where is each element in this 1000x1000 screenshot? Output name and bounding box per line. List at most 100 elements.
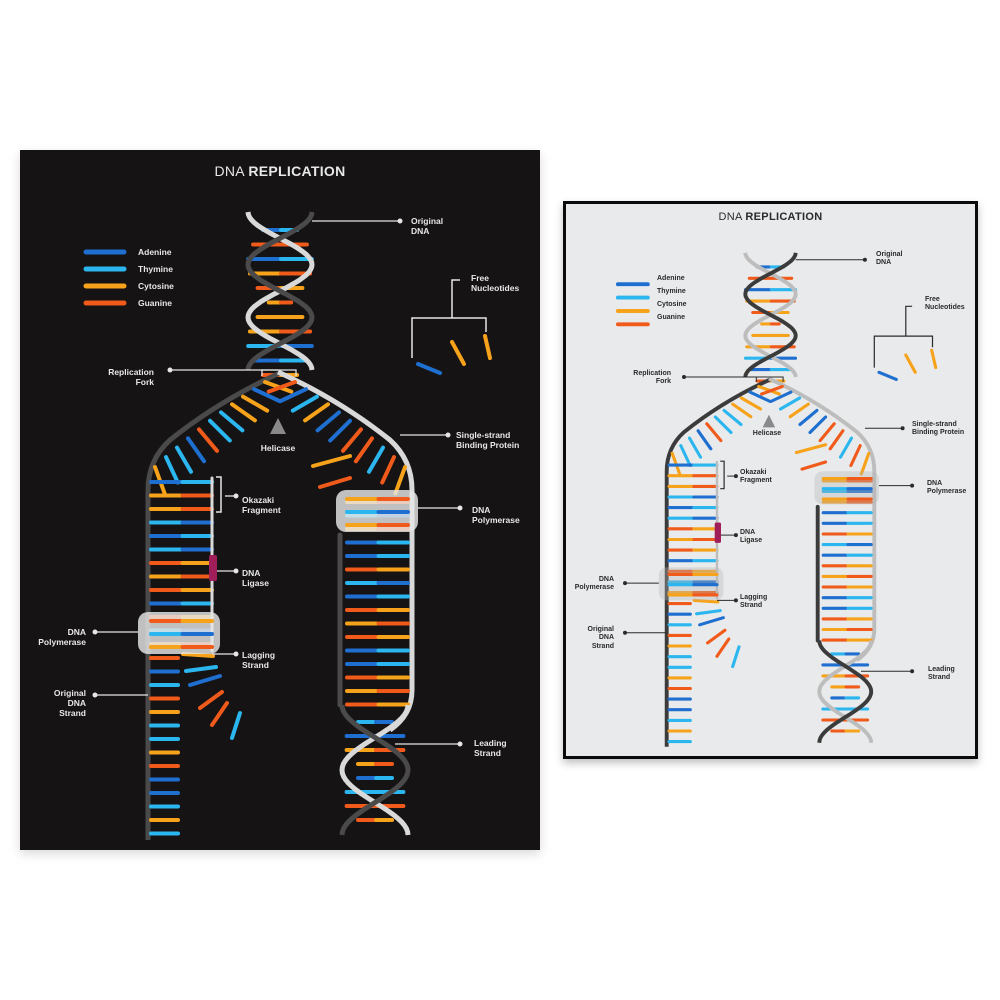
dna-replication-diagram [615,252,938,747]
helicase-icon [762,414,776,428]
legend-label-guanine: Guanine [657,314,686,321]
free-nucleotide [181,652,215,658]
callout-dot [910,669,915,674]
replication-fork-bracket [261,369,297,376]
legend-label-adenine: Adenine [138,247,172,257]
callout-dot [910,483,915,488]
helix-backbone [339,704,411,836]
free-nucleotide [877,370,898,381]
dna-ligase-marker [209,555,217,581]
fork-right-base [278,387,308,403]
free-nucleotide [904,353,917,374]
free-nucleotide [731,645,741,669]
free-nucleotide [188,674,222,687]
fork-right-base [266,380,297,394]
dna-replication-diagram [83,211,492,840]
fork-left-base [713,415,733,435]
fork-right-base [353,436,374,464]
fork-left-base [705,422,723,443]
fork-right-base [788,402,810,419]
callout-dot [233,568,239,574]
helix-backbone [245,211,315,371]
callout-dot [457,741,463,747]
free-nucleotide [930,348,938,370]
fork-right-base [290,394,319,413]
poster-dark-dna-replication: DNA REPLICATION Adenine Thymine Cytosine… [20,150,540,850]
callout-dot [233,493,239,499]
fork-right-base [818,422,836,443]
free-nucleotide [450,340,466,366]
callout-dot [623,581,627,586]
fork-right-base [341,427,363,453]
legend-label-adenine: Adenine [657,275,685,282]
fork-left-base [219,410,245,433]
fork-left-base [230,402,257,423]
free-nucleotide [695,609,722,616]
free-nucleotide [318,476,352,489]
callout-dot [92,629,98,635]
free-nucleotide [800,460,828,471]
dna-ligase-marker [714,522,721,543]
callout-dot [233,651,239,657]
fork-left-base [731,402,753,419]
callout-dot [457,505,463,511]
fork-right-base [380,455,396,485]
callout-dot [397,218,403,224]
label-helicase: Helicase [260,443,296,453]
poster-title: DNA REPLICATION [214,163,346,179]
fork-right-base [303,402,330,423]
callout-dot [733,598,738,603]
callout-dot [623,630,627,635]
callout-dot [900,426,905,431]
free-nucleotide [706,628,727,645]
fork-left-base [197,427,219,453]
fork-right-base [367,445,385,474]
fork-right-base [798,408,819,427]
helix-backbone [743,252,798,378]
fork-left-base [679,444,692,468]
fork-left-base [164,455,180,485]
fork-right-base [838,436,854,459]
okazaki-bracket [720,460,725,490]
callout-dot [862,257,867,262]
free-nucleotide [794,443,828,455]
legend-label-cytosine: Cytosine [657,301,687,308]
free-nucleotides-bracket [873,305,934,368]
fork-left-base [722,408,743,427]
fork-right-base [760,384,784,396]
fork-right-base [315,410,341,433]
fork-left-base [739,396,763,411]
callout-dot [682,375,686,379]
free-nucleotide [184,665,218,673]
helicase-icon [270,418,286,434]
fork-right-base [328,418,352,443]
fork-right-base [859,451,871,476]
free-nucleotide [715,637,731,658]
fork-right-base [828,429,845,451]
fork-left-base [208,418,232,443]
fork-right-base [849,444,862,468]
free-nucleotide [311,454,352,468]
helix-backbone [817,640,874,744]
legend-label-guanine: Guanine [138,298,173,308]
callout-dot [167,367,173,373]
fork-left-backbone [145,369,284,840]
free-nucleotide [416,362,442,375]
helix-backbone [817,640,874,744]
